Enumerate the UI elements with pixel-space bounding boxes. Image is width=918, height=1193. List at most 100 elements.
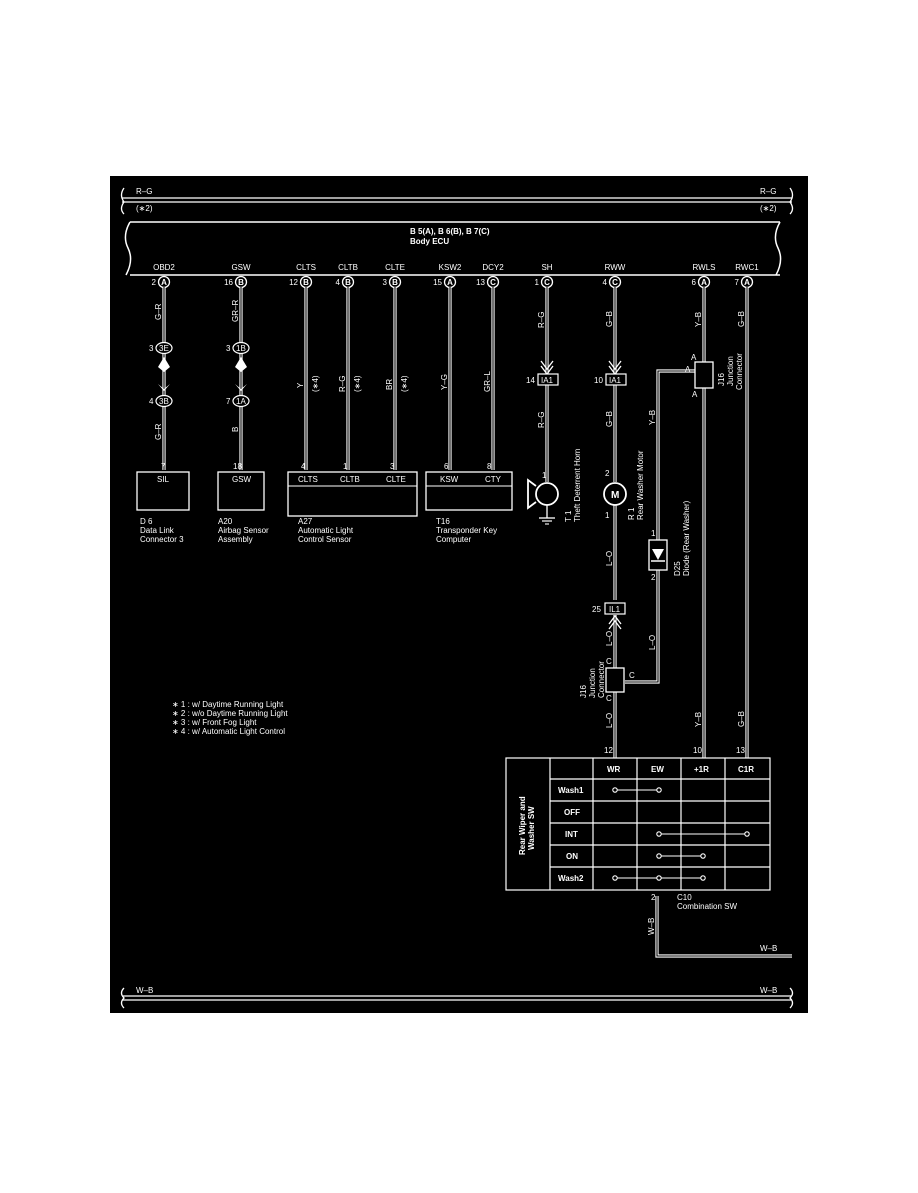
svg-text:C: C [606,694,612,703]
ecu-connector-letter: B [392,278,398,287]
diode-pin-bottom: 2 [651,573,656,582]
switch-table [505,757,771,891]
horn-icon [527,478,559,525]
switch-row-on: ON [566,852,578,861]
ecu-connector-letter: C [490,278,496,287]
svg-text:3: 3 [390,462,395,471]
svg-text:A: A [692,390,698,399]
wire-color-rwls: Y–B [694,312,703,327]
switch-pin-wr: 12 [604,746,613,755]
svg-text:Transponder Key: Transponder Key [436,526,497,535]
svg-text:SIL: SIL [157,475,170,484]
note-ref-cltb: (∗4) [353,375,362,392]
svg-text:8: 8 [487,462,492,471]
wire-color-rwc1-low: G–B [737,711,746,727]
wire-color-gsw-top: GR–R [231,300,240,322]
power-ref-left: (∗2) [136,204,153,213]
ecu-pin-name: RWW [605,263,626,272]
junction-connector-top: A A A J16 Junction Connector [685,353,744,399]
wire-color-rwls-low: Y–B [694,712,703,727]
svg-text:Airbag Sensor: Airbag Sensor [218,526,269,535]
switch-col-1r: +1R [694,765,709,774]
conn-id-3b: 3B [159,397,169,406]
motor-name: Rear Washer Motor [636,450,645,520]
connector-ia1-sh: IA1 14 [526,360,559,386]
diode-name: Diode (Rear Washer) [682,500,691,576]
ground-bus-bottom [120,987,794,1009]
wire-color-obd2-bottom: G–R [154,423,163,440]
junction-connector-bottom: C C C J16 Junction Connector [579,657,635,703]
horn-ref: T 1 [564,510,573,522]
wire-color-gsw-bottom: B [231,427,240,432]
svg-text:Assembly: Assembly [218,535,253,544]
ground-wire-color-left: W–B [136,986,153,995]
conn-id-1b: 1B [236,344,246,353]
conn-id-3e: 3E [159,344,169,353]
svg-text:KSW: KSW [440,475,459,484]
wire-color-clte: BR [385,379,394,390]
ecu-pin-number: 1 [535,278,540,287]
svg-text:IL1: IL1 [609,605,621,614]
wire-color-wr-feed: L–O [605,713,614,728]
motor-pin-top: 2 [605,469,610,478]
switch-continuity [612,787,750,881]
conn-pin-3e: 3 [149,344,154,353]
inline-connector-obd2: 3E 3 3B 4 [149,341,173,408]
note-3: ∗ 3 : w/ Front Fog Light [172,718,257,727]
inline-connector-gsw: 1B 3 1A 7 [226,341,250,408]
svg-text:Data Link: Data Link [140,526,175,535]
switch-col-ew: EW [651,765,664,774]
wire-color-diode-branch: Y–B [648,410,657,425]
svg-text:Control Sensor: Control Sensor [298,535,352,544]
wire-color-rww-top: G–B [605,311,614,327]
ecu-pin-name: CLTS [296,263,316,272]
conn-pin-1b: 3 [226,344,231,353]
wire-color-obd2-top: G–R [154,303,163,320]
ecu-subtitle: Body ECU [410,237,449,246]
horn-pin: 1 [542,471,547,480]
ecu-pin-name: RWLS [693,263,716,272]
ecu-title: B 5(A), B 6(B), B 7(C) [410,227,490,236]
wire-color-ksw: Y–G [440,374,449,390]
svg-text:D 6: D 6 [140,517,153,526]
svg-text:C: C [606,657,612,666]
svg-text:Connector: Connector [735,353,744,390]
ecu-pin-number: 7 [735,278,740,287]
component-a20: GSW 18 A20 Airbag Sensor Assembly [217,462,269,544]
wire-inner [163,287,792,957]
wire-color-clts: Y [296,382,305,388]
switch-row-int: INT [565,830,578,839]
wire-color-cltb: R–G [338,376,347,392]
ecu-pin-number: 16 [224,278,233,287]
wire-color-labels: G–R G–R GR–R B Y (∗4) R–G (∗4) BR (∗4) Y… [154,300,777,953]
power-bus-top [120,187,794,215]
ecu-pin-name: SH [541,263,552,272]
power-wire-color-left: R–G [136,187,152,196]
svg-text:T16: T16 [436,517,450,526]
ecu-pin-name: RWC1 [735,263,759,272]
svg-text:CTY: CTY [485,475,502,484]
svg-text:IA1: IA1 [609,376,622,385]
wire-color-diode-out: L–O [648,635,657,650]
conn-id-1a: 1A [236,397,246,406]
ecu-pin-name: KSW2 [439,263,462,272]
ecu-connector-letter: A [701,278,707,287]
power-wire-color-right: R–G [760,187,776,196]
ground-wire-color-right: W–B [760,986,777,995]
connector-ia1-rww: IA1 10 [594,360,627,386]
ecu-pin-name: CLTE [385,263,405,272]
wire-color-ground: W–B [647,918,656,935]
ecu-connector-letter: C [544,278,550,287]
svg-text:18: 18 [233,462,242,471]
svg-text:10: 10 [594,376,603,385]
svg-text:4: 4 [301,462,306,471]
switch-ref: C10 [677,893,692,902]
switch-row-wash2: Wash2 [558,874,584,883]
ecu-pin-name: DCY2 [482,263,504,272]
diode-ref: D25 [673,561,682,576]
conn-pin-1a: 7 [226,397,231,406]
ecu-pin-number: 13 [476,278,485,287]
switch-row-off: OFF [564,808,580,817]
note-ref-clts: (∗4) [311,375,320,392]
